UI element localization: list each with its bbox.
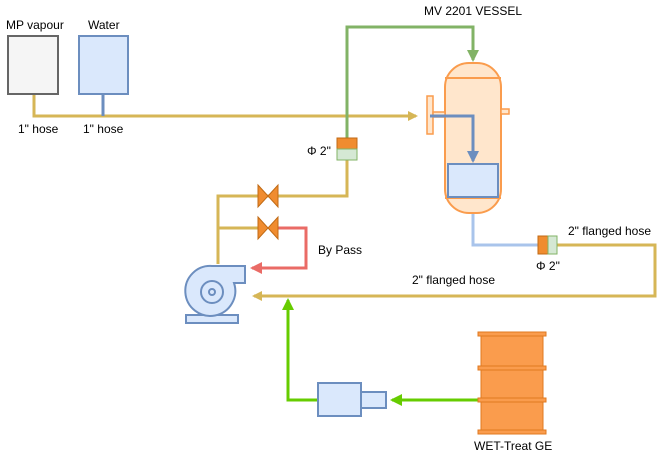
vessel-icon	[426, 62, 510, 214]
phi-right-label: Φ 2"	[536, 259, 560, 273]
vessel-label: MV 2201 VESSEL	[424, 4, 522, 18]
flange-icon	[336, 137, 358, 161]
vessel-inlet-arrow	[430, 114, 479, 163]
mp-vapour-label: MP vapour	[6, 18, 64, 32]
vessel-feed-line	[345, 25, 479, 138]
flanged-hose-top-label: 2" flanged hose	[568, 224, 651, 238]
pump-discharge-line	[216, 160, 349, 264]
drum-icon	[477, 331, 547, 435]
gate-valve-icon	[257, 183, 279, 209]
flanged-hose-return	[252, 243, 657, 301]
flanged-hose-bottom-label: 2" flanged hose	[412, 273, 495, 287]
hose-mp-label: 1" hose	[18, 122, 59, 136]
phi-top-label: Φ 2"	[307, 144, 331, 158]
water-label: Water	[88, 18, 120, 32]
gate-valve-icon	[257, 215, 279, 241]
dosing-to-pump-line	[282, 298, 318, 402]
flange-icon	[537, 235, 558, 255]
bypass-label: By Pass	[318, 243, 362, 257]
hose-water-label: 1" hose	[83, 122, 124, 136]
bypass-line	[250, 226, 308, 274]
centrifugal-pump-icon	[184, 264, 246, 324]
vessel-drain-line	[471, 213, 538, 247]
water-tank	[78, 35, 129, 95]
mp-vapour-tank	[7, 35, 59, 95]
mp-vapour-hose	[32, 94, 418, 121]
wet-treat-label: WET-Treat GE	[474, 439, 552, 453]
dosing-unit	[317, 382, 387, 417]
